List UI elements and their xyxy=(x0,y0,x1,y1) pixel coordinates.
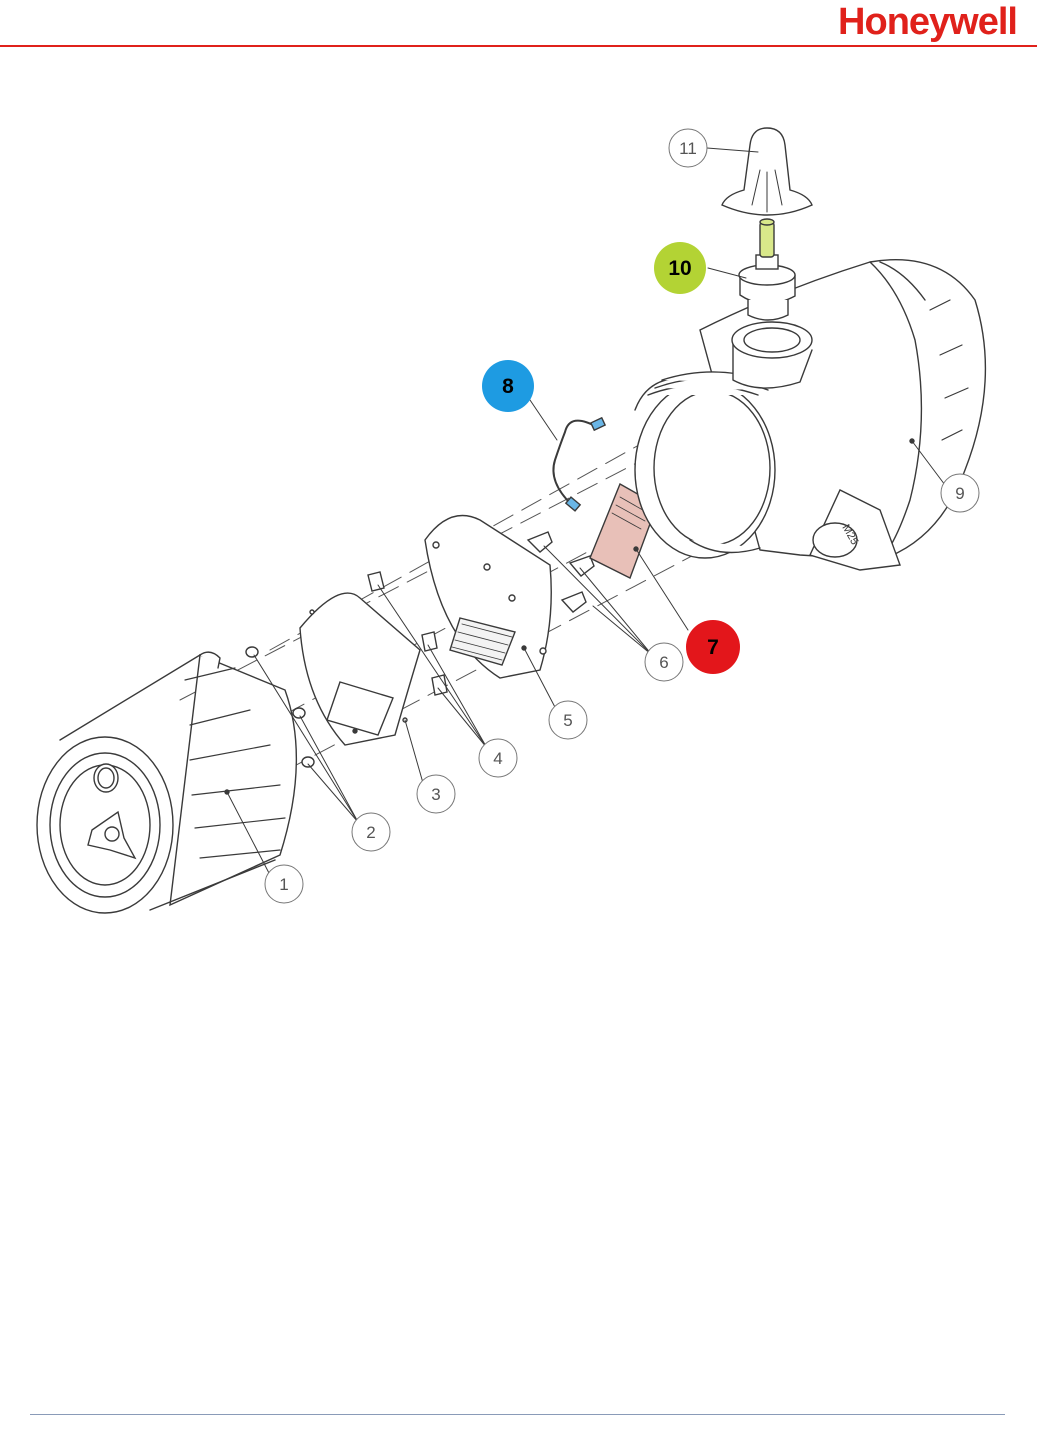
callout-1: 1 xyxy=(265,865,303,903)
callout-8: 8 xyxy=(482,360,534,412)
callout-11: 11 xyxy=(669,129,707,167)
callout-4: 4 xyxy=(479,739,517,777)
callout-5: 5 xyxy=(549,701,587,739)
footer-rule xyxy=(30,1414,1005,1415)
part-1-front-cover xyxy=(37,652,296,913)
svg-text:6: 6 xyxy=(659,653,668,672)
part-9-housing: M25 xyxy=(635,260,985,570)
svg-text:7: 7 xyxy=(707,636,719,659)
svg-text:9: 9 xyxy=(955,484,964,503)
svg-text:2: 2 xyxy=(366,823,375,842)
svg-text:8: 8 xyxy=(502,375,514,398)
callout-6: 6 xyxy=(645,643,683,681)
part-8-cable xyxy=(553,418,605,511)
svg-text:10: 10 xyxy=(668,257,691,280)
svg-text:4: 4 xyxy=(493,749,502,768)
callout-10: 10 xyxy=(654,242,706,294)
svg-text:3: 3 xyxy=(431,785,440,804)
callout-9: 9 xyxy=(941,474,979,512)
svg-text:1: 1 xyxy=(279,875,288,894)
part-3-gasket-plate xyxy=(300,593,420,745)
part-11-weather-cap xyxy=(722,128,812,215)
svg-text:11: 11 xyxy=(679,139,697,158)
callout-3: 3 xyxy=(417,775,455,813)
callout-7: 7 xyxy=(686,620,740,674)
part-10-sensor xyxy=(739,219,795,320)
callout-2: 2 xyxy=(352,813,390,851)
svg-text:5: 5 xyxy=(563,711,572,730)
